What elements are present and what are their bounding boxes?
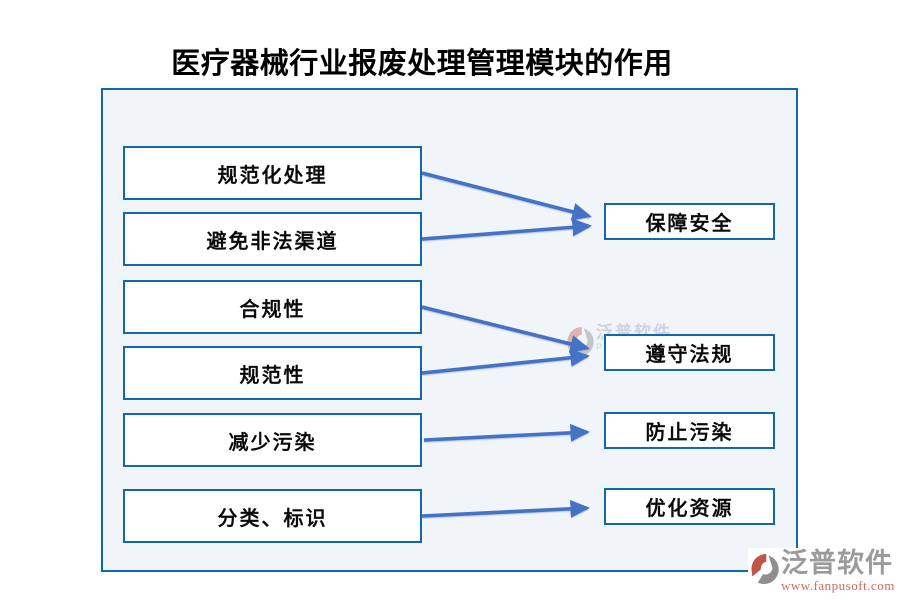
footer-url: www.fanpusoft.com [781,578,895,593]
footer-brand: 泛普软件 [781,548,893,578]
footer-logo-text: 泛普软件 www.fanpusoft.com [781,550,895,594]
left-box-label: 避免非法渠道 [206,230,339,253]
left-box-label: 规范性 [239,364,306,387]
right-box-fangzhi-wuran: 防止污染 [604,412,775,449]
right-box-baozhang-anquan: 保障安全 [604,203,775,240]
left-box-fenlei-biaoshi: 分类、标识 [123,489,422,543]
page-title: 医疗器械行业报废处理管理模块的作用 [171,48,673,80]
right-box-label: 遵守法规 [645,344,734,366]
left-box-label: 分类、标识 [217,507,328,530]
left-box-label: 规范化处理 [217,164,328,187]
left-box-label: 合规性 [239,298,306,321]
left-box-label: 减少污染 [228,431,317,454]
right-box-zunshou-fagui: 遵守法规 [604,334,775,371]
left-box-bimian-feifa-qudao: 避免非法渠道 [123,212,422,266]
right-box-label: 防止污染 [645,422,734,444]
fanpu-logo-icon [751,553,779,585]
right-box-label: 优化资源 [645,498,734,520]
left-box-guifanxing: 规范性 [123,346,422,400]
left-box-guifanhua-chuli: 规范化处理 [123,146,422,200]
right-box-label: 保障安全 [645,213,734,235]
left-box-heguixing: 合规性 [123,280,422,334]
left-box-jianshao-wuran: 减少污染 [123,413,422,467]
fanpu-logo-icon [567,326,594,357]
right-box-youhua-ziyuan: 优化资源 [604,488,775,525]
footer-logo: 泛普软件 www.fanpusoft.com [748,548,897,594]
